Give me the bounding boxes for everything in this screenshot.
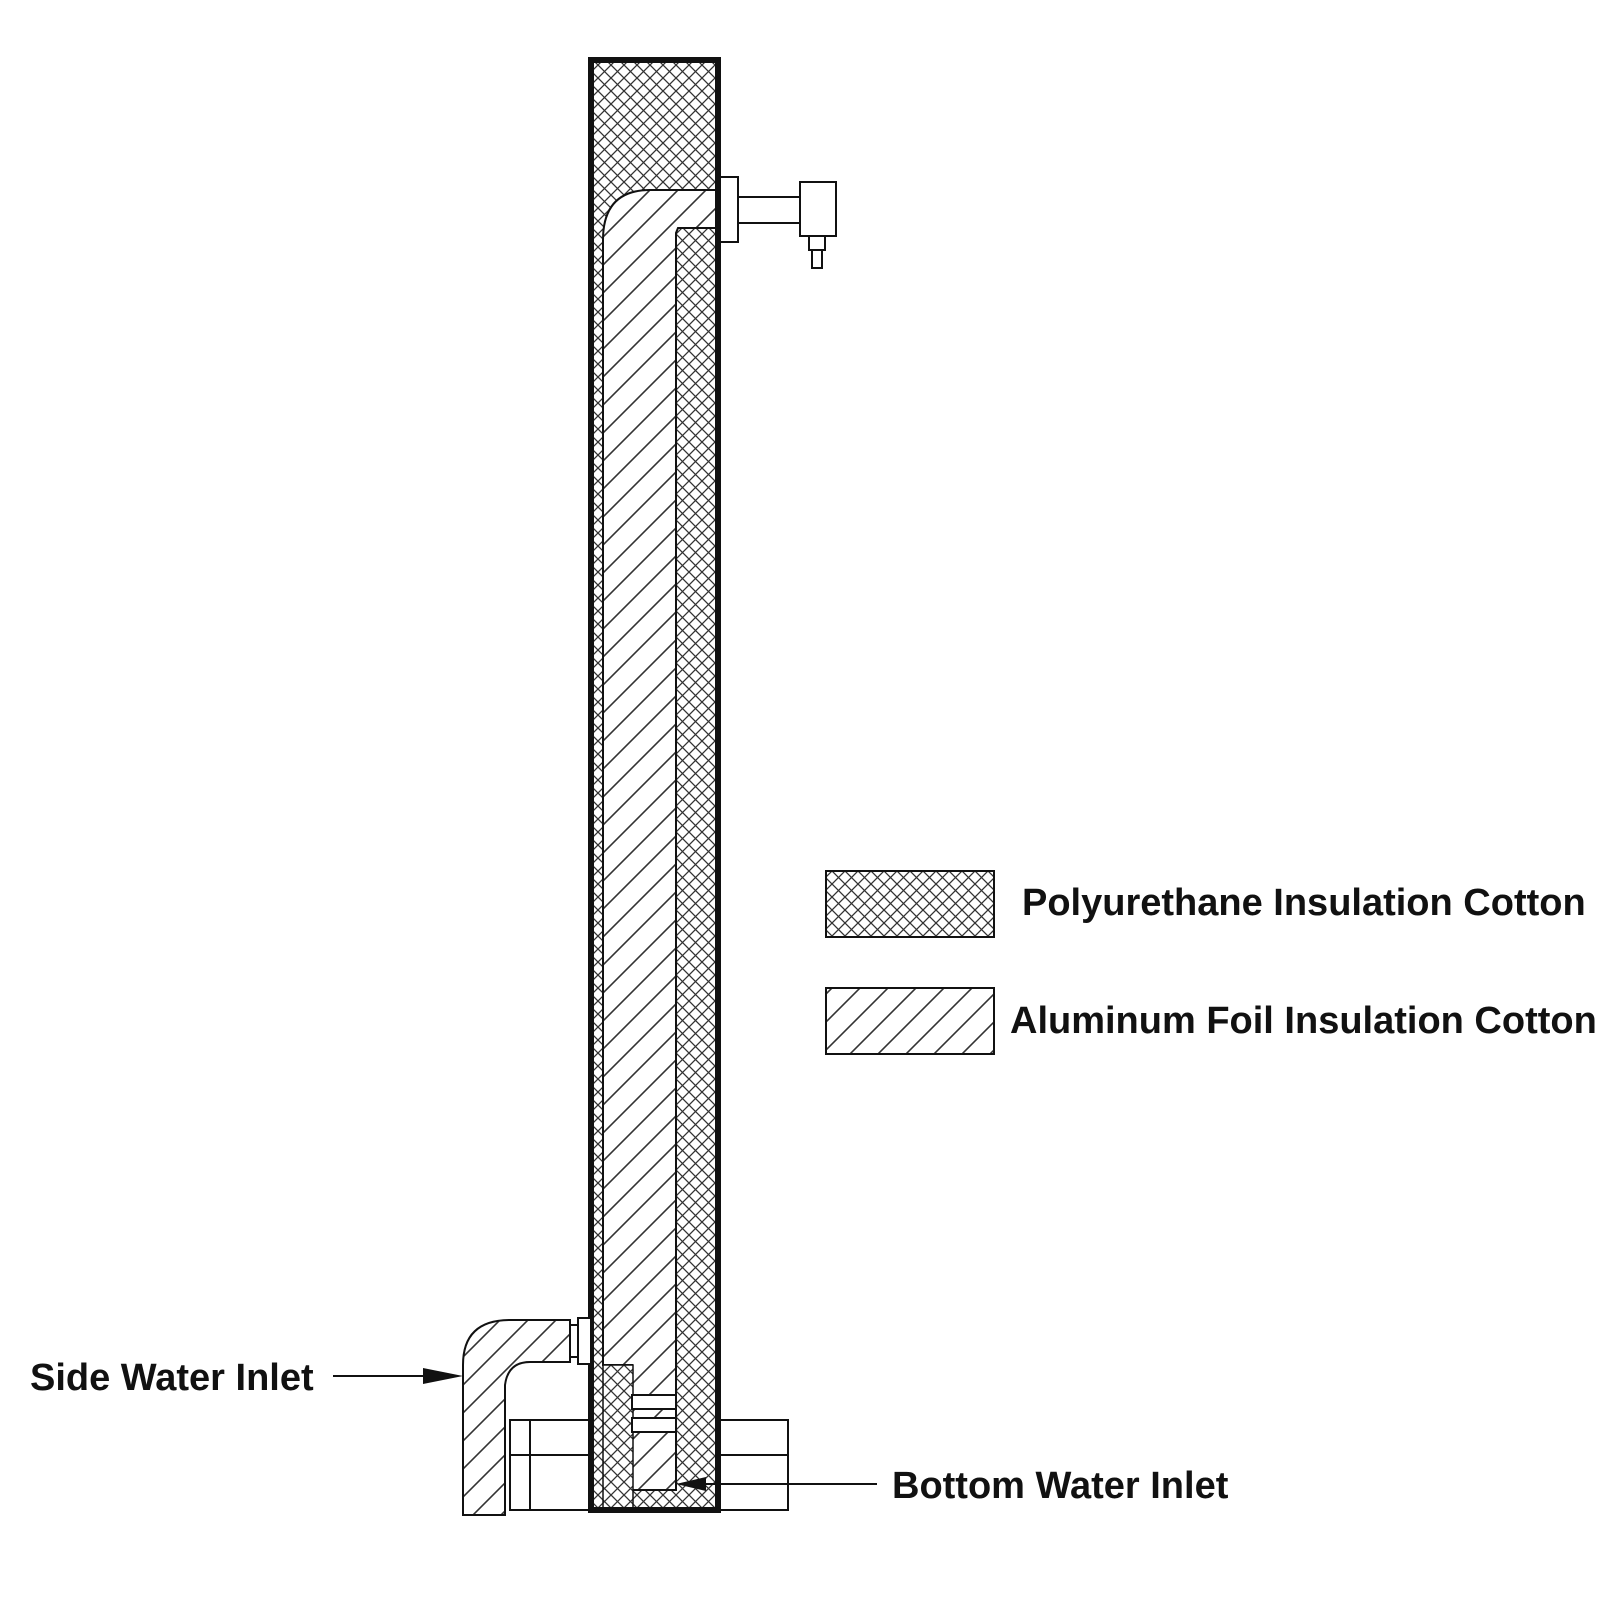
legend-label-polyurethane: Polyurethane Insulation Cotton xyxy=(1022,882,1586,924)
bottom-water-inlet-label: Bottom Water Inlet xyxy=(892,1465,1229,1507)
side-inlet-elbow xyxy=(462,1319,571,1516)
bottom-water-inlet-callout xyxy=(676,1477,877,1491)
side-water-inlet-label: Side Water Inlet xyxy=(30,1357,314,1399)
bottom-nozzle xyxy=(631,1394,677,1433)
side-water-inlet-callout xyxy=(333,1368,463,1384)
top-outlet-fitting xyxy=(719,176,837,269)
legend-swatch-polyurethane xyxy=(825,870,995,938)
legend-label-aluminum-foil: Aluminum Foil Insulation Cotton xyxy=(1010,1000,1597,1042)
column-outer-wall xyxy=(588,57,721,1513)
side-inlet-flange xyxy=(569,1317,592,1365)
column-lower-core xyxy=(602,1364,634,1511)
legend: Polyurethane Insulation Cotton Aluminum … xyxy=(825,870,1597,1055)
column-aluminum-foil-layer xyxy=(602,189,719,1491)
legend-swatch-aluminum-foil xyxy=(825,987,995,1055)
